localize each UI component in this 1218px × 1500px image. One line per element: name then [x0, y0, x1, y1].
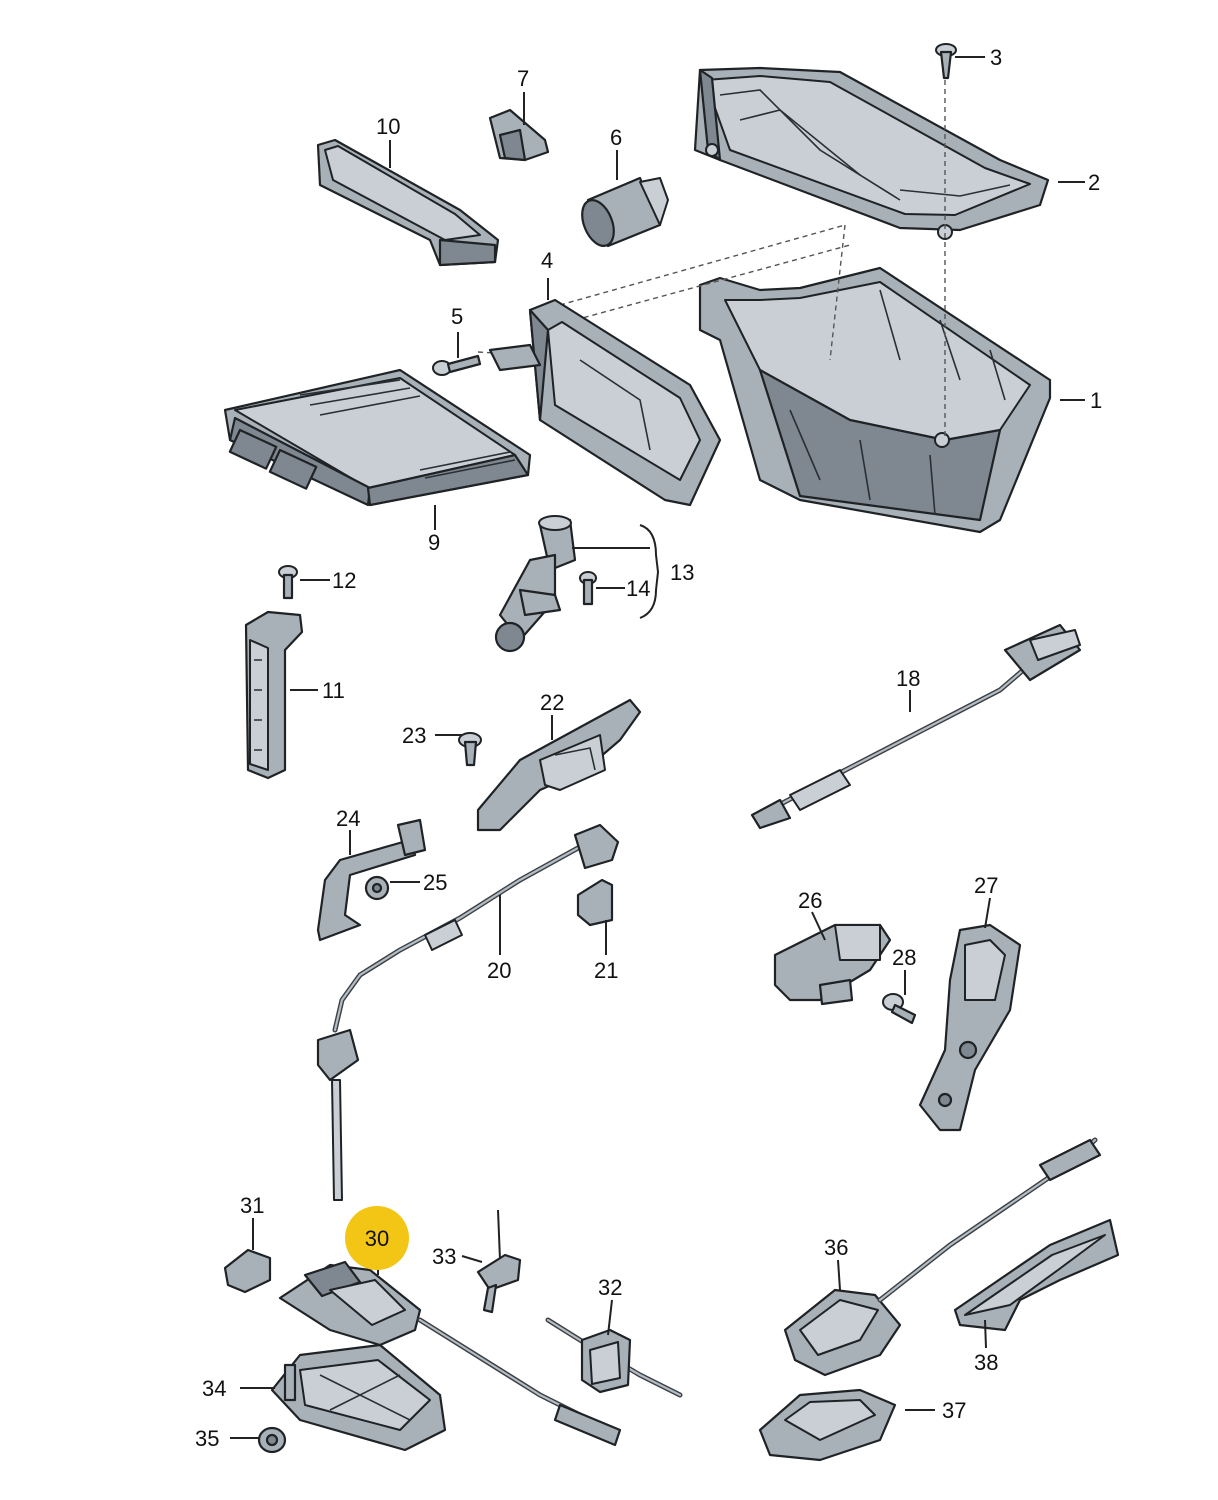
part-32-connector-cable[interactable] [545, 1317, 683, 1398]
part-21-clip[interactable] [576, 878, 614, 927]
part-27-bracket[interactable] [918, 923, 1022, 1132]
part-34-mounting-plate[interactable] [270, 1343, 447, 1452]
part-20-temperature-sensor[interactable] [316, 823, 620, 1201]
assembly-guide-lines [477, 80, 946, 440]
callout-37: 37 [942, 1398, 966, 1423]
callout-24: 24 [336, 806, 360, 831]
callout-12: 12 [332, 568, 356, 593]
highlight-circle-30 [345, 1206, 409, 1270]
part-31-clip-nut[interactable] [223, 1248, 272, 1294]
callout-22: 22 [540, 690, 564, 715]
part-5-screw[interactable] [432, 354, 482, 376]
part-22-bracket-plate[interactable] [476, 698, 642, 832]
part-11-sensor-bar[interactable] [244, 610, 304, 780]
part-25-nut[interactable] [364, 875, 390, 901]
callout-32: 32 [598, 1275, 622, 1300]
callout-10: 10 [376, 114, 400, 139]
callout-3: 3 [990, 45, 1002, 70]
callout-34: 34 [202, 1376, 226, 1401]
part-9-control-unit[interactable] [223, 368, 532, 507]
part-35-nut[interactable] [257, 1426, 287, 1454]
callout-13: 13 [670, 560, 694, 585]
part-1-housing-box[interactable] [698, 266, 1052, 534]
part-2-housing-cover[interactable] [693, 66, 1050, 240]
callout-5: 5 [451, 304, 463, 329]
part-18-sensor-cable[interactable] [750, 623, 1082, 830]
callout-36: 36 [824, 1235, 848, 1260]
callout-9: 9 [428, 530, 440, 555]
part-4-bracket-frame[interactable] [488, 298, 722, 507]
part-37-bracket[interactable] [758, 1388, 897, 1462]
part-3-screw[interactable] [935, 43, 957, 80]
callout-23: 23 [402, 723, 426, 748]
callout-1: 1 [1090, 388, 1102, 413]
callout-20: 20 [487, 958, 511, 983]
part-12-screw[interactable] [278, 565, 298, 600]
part-28-screw[interactable] [882, 993, 917, 1025]
part-7-clip[interactable] [488, 108, 550, 162]
callout-14: 14 [626, 576, 650, 601]
part-10-long-bracket[interactable] [316, 138, 500, 267]
callout-30: 30 [365, 1226, 389, 1251]
leader-lines [230, 56, 1085, 1439]
part-38-rail-bracket[interactable] [953, 1218, 1120, 1332]
part-13-sensor-assembly[interactable] [494, 515, 577, 653]
callout-11: 11 [322, 678, 345, 703]
part-6-cylinder[interactable] [576, 176, 669, 250]
callout-35: 35 [195, 1426, 219, 1451]
callout-31: 31 [240, 1193, 264, 1218]
part-30-sensor-module[interactable] [278, 1260, 622, 1447]
callout-28: 28 [892, 945, 916, 970]
part-23-screw[interactable] [458, 732, 482, 767]
callout-6: 6 [610, 125, 622, 150]
part-36-sensor-module[interactable] [783, 1137, 1102, 1377]
part-26-pressure-sensor[interactable] [773, 923, 892, 1006]
callout-33: 33 [432, 1244, 456, 1269]
part-24-bracket[interactable] [316, 818, 427, 942]
callout-2: 2 [1088, 170, 1100, 195]
callout-38: 38 [974, 1350, 998, 1375]
part-33-connector[interactable] [476, 1209, 522, 1314]
bracket-13 [639, 524, 660, 619]
part-14-screw[interactable] [579, 571, 597, 606]
callout-7: 7 [517, 66, 529, 91]
callout-18: 18 [896, 666, 920, 691]
callout-26: 26 [798, 888, 822, 913]
callout-25: 25 [423, 870, 447, 895]
callout-labels: 1 2 3 4 5 6 7 9 10 11 12 13 14 18 20 21 … [195, 45, 1102, 1451]
callout-4: 4 [541, 248, 553, 273]
callout-27: 27 [974, 873, 998, 898]
callout-21: 21 [594, 958, 618, 983]
